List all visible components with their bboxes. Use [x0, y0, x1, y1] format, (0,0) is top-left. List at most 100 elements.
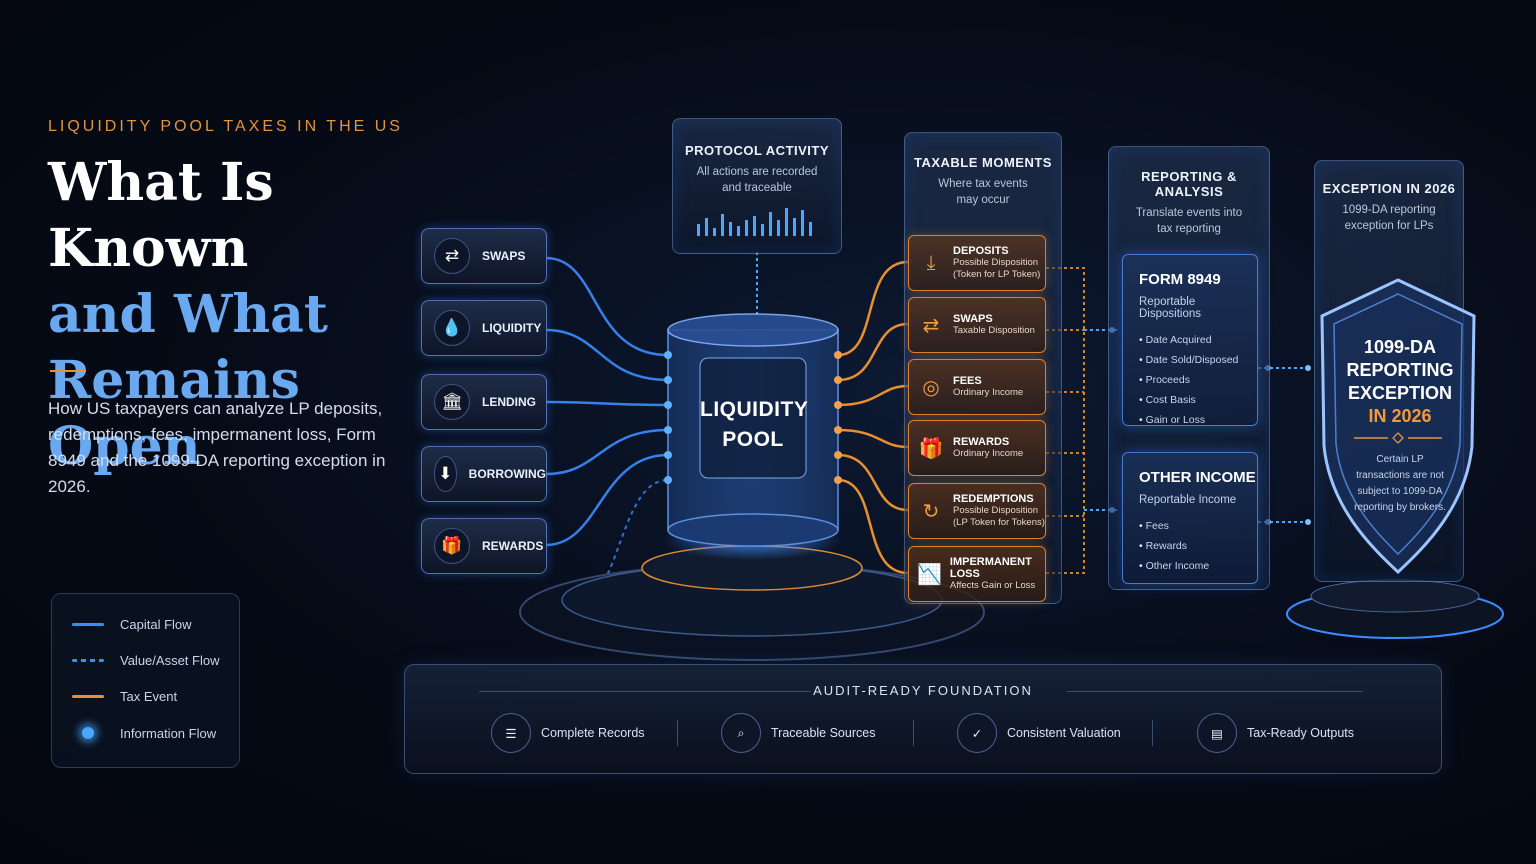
tax-item-impermanent-loss: 📉 IMPERMANENT LOSS Affects Gain or Loss [908, 546, 1046, 602]
document-icon: ▤ [1197, 713, 1237, 753]
search-icon: ⌕ [721, 713, 761, 753]
list-item: Proceeds [1139, 370, 1257, 390]
list-item: Rewards [1139, 536, 1257, 556]
refresh-icon: ↻ [922, 500, 940, 523]
foundation-label: Tax-Ready Outputs [1247, 726, 1354, 740]
list-item: Date Sold/Disposed [1139, 350, 1257, 370]
input-chip-lending: 🏛 LENDING [421, 374, 547, 430]
legend-item-value-flow: Value/Asset Flow [72, 650, 219, 670]
reporting-title: REPORTING & ANALYSIS [1141, 169, 1237, 199]
tax-item-deposits: ⤓ DEPOSITS Possible Disposition (Token f… [908, 235, 1046, 291]
gift-icon: 🎁 [434, 528, 470, 564]
taxable-title: TAXABLE MOMENTS [914, 155, 1052, 170]
tax-item-title: IMPERMANENT LOSS [949, 556, 1032, 580]
legend-item-capital-flow: Capital Flow [72, 614, 192, 634]
tax-item-title: REDEMPTIONS [953, 493, 1034, 505]
chip-label: REWARDS [482, 539, 544, 553]
legend-swatch [72, 658, 104, 662]
foundation-label: Complete Records [541, 726, 645, 740]
list-item: Other Income [1139, 556, 1257, 576]
input-chip-borrowing: ⬇ BORROWING [421, 446, 547, 502]
chip-label: BORROWING [468, 467, 546, 481]
audit-ready-foundation: AUDIT-READY FOUNDATION ☰ Complete Record… [404, 664, 1442, 774]
database-icon: ☰ [491, 713, 531, 753]
swap-arrows-icon: ⇄ [434, 238, 470, 274]
protocol-title: PROTOCOL ACTIVITY [684, 143, 830, 158]
foundation-title: AUDIT-READY FOUNDATION [813, 683, 1033, 698]
reporting-subtitle: Translate events into tax reporting [1135, 207, 1243, 235]
title-line-1: What Is Known [48, 152, 274, 279]
other-income-card: OTHER INCOME Reportable Income Fees Rewa… [1122, 452, 1258, 584]
tax-item-sub: Taxable Disposition [953, 325, 1035, 336]
other-income-list: Fees Rewards Other Income [1139, 516, 1257, 576]
shield-check-icon: ✓ [957, 713, 997, 753]
coins-icon: ◎ [922, 376, 940, 399]
swap-arrows-icon: ⇄ [922, 314, 940, 337]
shield-line-4: IN 2026 [1368, 406, 1432, 426]
tax-item-sub: (Token for LP Token) [953, 269, 1041, 280]
legend-label: Capital Flow [120, 616, 192, 632]
deposit-icon: ⤓ [926, 251, 936, 274]
shield-note: Certain LP transactions are not subject … [1354, 454, 1446, 513]
foundation-label: Traceable Sources [771, 726, 876, 740]
droplet-icon: 💧 [434, 310, 470, 346]
tax-item-redemptions: ↻ REDEMPTIONS Possible Disposition (LP T… [908, 483, 1046, 539]
foundation-item-tax-ready-outputs: ▤ Tax-Ready Outputs [1197, 711, 1354, 755]
legend-dot [82, 727, 94, 739]
tax-item-title: SWAPS [953, 313, 993, 325]
tax-item-title: FEES [953, 375, 982, 387]
tax-item-title: REWARDS [953, 436, 1010, 448]
form-8949-card: FORM 8949 Reportable Dispositions Date A… [1122, 254, 1258, 426]
foundation-separator [913, 720, 914, 746]
input-chip-rewards: 🎁 REWARDS [421, 518, 547, 574]
foundation-item-traceable-sources: ⌕ Traceable Sources [721, 711, 875, 755]
form-8949-list: Date Acquired Date Sold/Disposed Proceed… [1139, 330, 1257, 430]
chip-label: LIQUIDITY [482, 321, 542, 335]
page-description: How US taxpayers can analyze LP deposits… [48, 399, 386, 496]
foundation-label: Consistent Valuation [1007, 726, 1121, 740]
pool-label-line-2: POOL [722, 428, 784, 451]
chart-down-icon: 📉 [917, 563, 942, 586]
bank-icon: 🏛 [434, 384, 470, 420]
tax-event-lines [837, 260, 909, 575]
exception-subtitle: 1099-DA reporting exception for LPs [1342, 204, 1436, 232]
legend-item-information-flow: Information Flow [72, 723, 216, 743]
input-chip-liquidity: 💧 LIQUIDITY [421, 300, 547, 356]
tax-item-swaps: ⇄ SWAPS Taxable Disposition [908, 297, 1046, 353]
legend: Capital Flow Value/Asset Flow Tax Event … [51, 593, 240, 768]
title-divider [50, 370, 86, 372]
list-item: Fees [1139, 516, 1257, 536]
shield-line-3: EXCEPTION [1347, 383, 1453, 403]
other-income-title: OTHER INCOME [1139, 469, 1256, 486]
tax-item-rewards: 🎁 REWARDS Ordinary Income [908, 420, 1046, 476]
download-arrow-icon: ⬇ [434, 456, 457, 492]
foundation-rule-left [479, 691, 811, 692]
protocol-subtitle: All actions are recorded and traceable [696, 166, 818, 194]
tax-item-fees: ◎ FEES Ordinary Income [908, 359, 1046, 415]
shield-line-1: 1099-DA [1363, 337, 1437, 357]
chip-label: LENDING [482, 395, 536, 409]
chip-label: SWAPS [482, 249, 526, 263]
title-line-2: and What [48, 284, 328, 345]
tax-item-sub: (LP Token for Tokens) [953, 517, 1045, 528]
form-8949-subtitle: Reportable Dispositions [1139, 296, 1201, 320]
pool-label-line-1: LIQUIDITY [700, 398, 809, 421]
tax-item-sub: Possible Disposition [953, 257, 1039, 268]
list-item: Date Acquired [1139, 330, 1257, 350]
tax-item-sub: Ordinary Income [953, 387, 1024, 398]
shield-text: 1099-DA REPORTING EXCEPTION IN 2026 Cert… [1336, 336, 1464, 516]
form-8949-title: FORM 8949 [1139, 271, 1221, 288]
exception-title: EXCEPTION IN 2026 [1322, 181, 1456, 196]
liquidity-pool-label: LIQUIDITY POOL [700, 395, 809, 455]
legend-label: Information Flow [120, 725, 217, 741]
foundation-item-consistent-valuation: ✓ Consistent Valuation [957, 711, 1121, 755]
legend-swatch [72, 622, 104, 626]
activity-bars-icon [697, 208, 812, 236]
shield-line-2: REPORTING [1346, 360, 1454, 380]
page-title: What Is Known and What Remains Open [48, 150, 448, 480]
kicker-text: LIQUIDITY POOL TAXES IN THE US [48, 118, 403, 135]
list-item: Gain or Loss [1139, 410, 1257, 430]
tax-item-sub: Ordinary Income [953, 448, 1024, 459]
shield-icon [1320, 278, 1476, 575]
